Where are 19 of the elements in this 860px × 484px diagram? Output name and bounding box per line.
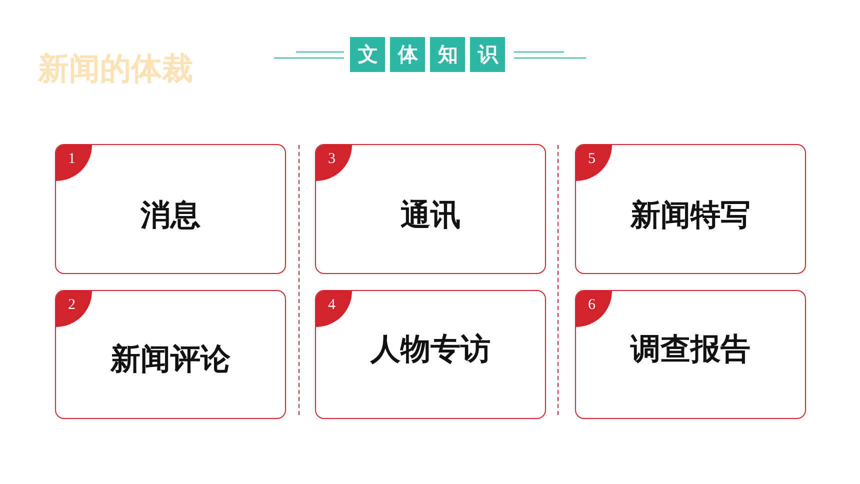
card-label: 调查报告 <box>629 331 752 369</box>
page-title: 新闻的体裁 <box>38 50 193 89</box>
topic-card <box>575 144 806 274</box>
number-badge: 4 <box>316 291 352 327</box>
number-badge: 2 <box>56 291 92 327</box>
number-badge: 3 <box>316 145 352 181</box>
topic-card <box>315 144 546 274</box>
card-label: 新闻评论 <box>109 341 232 379</box>
number-badge: 1 <box>56 145 92 181</box>
number-badge: 5 <box>576 145 612 181</box>
card-label: 人物专访 <box>369 331 492 369</box>
number-badge: 6 <box>576 291 612 327</box>
topic-card <box>575 290 806 419</box>
card-label: 新闻特写 <box>629 197 752 235</box>
card-label: 消息 <box>140 197 202 235</box>
card-label: 通讯 <box>400 197 462 235</box>
topic-card <box>55 144 286 274</box>
topic-card <box>55 290 286 419</box>
topic-card <box>315 290 546 419</box>
